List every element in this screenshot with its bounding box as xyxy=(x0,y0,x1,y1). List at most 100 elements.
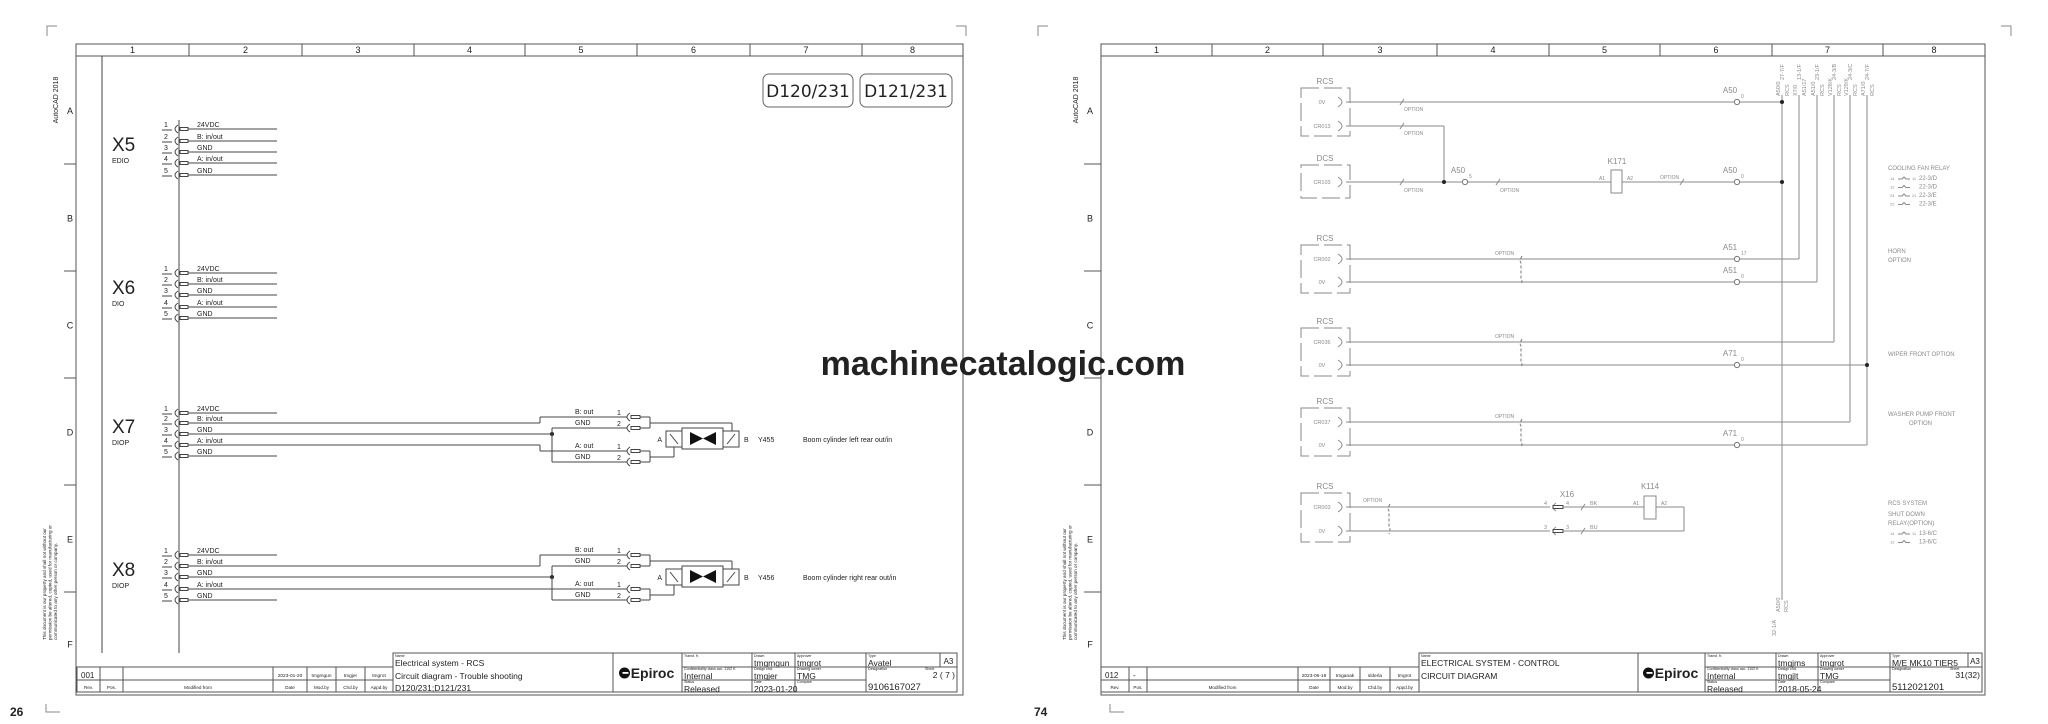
solenoid-diagonal xyxy=(726,571,736,583)
pin-number: 3 xyxy=(164,288,168,295)
pin-number: 5 xyxy=(164,311,168,318)
valve-id: Y455 xyxy=(758,437,774,444)
drawn-by: tmgjms xyxy=(1778,658,1805,668)
pin-icon xyxy=(179,305,189,309)
contact-pin: 14 xyxy=(1890,176,1895,181)
relay-pin: A1 xyxy=(1633,501,1639,507)
drawing-name: D120/231;D121/231 xyxy=(395,683,471,693)
pin-icon xyxy=(179,173,189,177)
cross-ref: 24-7/F xyxy=(1865,63,1871,80)
column-number: 3 xyxy=(355,45,360,55)
pin-icon xyxy=(630,449,641,453)
pin-icon xyxy=(630,564,641,568)
pin-icon xyxy=(1552,529,1564,533)
contact-ref: 13-6/C xyxy=(1919,540,1938,546)
option-slash xyxy=(1495,178,1501,186)
pin-signal: 24VDC xyxy=(197,266,220,273)
pin-icon xyxy=(179,139,189,143)
socket-icon xyxy=(174,158,179,168)
solenoid-diagonal xyxy=(669,433,679,445)
socket-icon xyxy=(174,451,179,461)
wire-slash xyxy=(1580,527,1586,535)
module-pin: CR013 xyxy=(1313,124,1330,130)
connector-type: DIO xyxy=(112,301,125,308)
contact-pin: 21 xyxy=(1912,193,1917,198)
terminal-icon xyxy=(1461,178,1469,186)
socket-icon xyxy=(626,595,631,605)
module-pin: CR002 xyxy=(1313,257,1330,263)
designation: 5112021201 xyxy=(1892,682,1944,693)
option-marker xyxy=(1519,255,1523,286)
socket-icon xyxy=(174,313,179,323)
field-label: Sheet xyxy=(925,667,934,671)
field-label: Drawn xyxy=(1778,654,1788,658)
pin-signal: GND xyxy=(197,311,213,318)
watermark: machinecatalogic.com xyxy=(821,345,1186,383)
row-letter: C xyxy=(1087,321,1094,331)
pin-icon xyxy=(179,127,189,131)
column-number: 2 xyxy=(1265,45,1270,55)
column-label: Mod.by xyxy=(314,685,330,690)
option-marker xyxy=(1387,503,1391,535)
socket-icon xyxy=(174,124,179,134)
cross-ref-system: RCS xyxy=(1870,84,1876,96)
socket-icon xyxy=(174,418,179,428)
terminal-id: A50 xyxy=(1451,166,1466,175)
column-number: 1 xyxy=(130,45,135,55)
cross-ref: 24-3/C xyxy=(1848,63,1854,80)
cross-ref: 24-3/B xyxy=(1832,63,1838,80)
pin-signal: A: in/out xyxy=(197,438,223,445)
socket-icon xyxy=(174,429,179,439)
pin-icon xyxy=(179,432,189,436)
option-label: OPTION xyxy=(1495,334,1515,340)
pin-signal: GND xyxy=(575,558,591,565)
revision-mod-by: tmganak xyxy=(1336,673,1355,679)
pin-icon xyxy=(179,421,189,425)
pin-icon xyxy=(179,161,189,165)
column-label: Mod.by xyxy=(1337,685,1353,690)
pin-signal: 24VDC xyxy=(197,122,220,129)
connector-type: EDIO xyxy=(112,158,130,165)
autocad-version: AutoCAD 2018 xyxy=(1073,77,1080,124)
status: Released xyxy=(1707,684,1743,694)
confidentiality: Internal xyxy=(1707,671,1735,681)
connector-id: X7 xyxy=(112,417,135,438)
pin-icon xyxy=(179,316,189,320)
contact-ref: 13-6/C xyxy=(1919,531,1938,537)
wire-color: BU xyxy=(1590,525,1598,531)
pin-icon xyxy=(179,443,189,447)
issue-date: 2023-01-20 xyxy=(754,684,798,694)
pin-number: 2 xyxy=(617,421,621,428)
valve-side-b: B xyxy=(744,575,749,582)
socket-icon xyxy=(626,423,631,433)
revision-date: 2023-06-19 xyxy=(1302,673,1327,679)
module-pin: CR036 xyxy=(1313,340,1330,346)
disclaimer-text: permission be altered, copied, used for … xyxy=(1068,525,1073,640)
column-label: Date xyxy=(285,685,295,690)
cross-ref-source: A51/0 xyxy=(1811,82,1817,96)
terminal-icon xyxy=(1733,278,1741,286)
field-label: Status xyxy=(1707,680,1717,684)
revision-mod-by: tmgmgun xyxy=(312,673,332,679)
socket-icon xyxy=(1337,120,1343,132)
cross-ref-source: V128/K xyxy=(1828,78,1834,96)
field-label: Sheet xyxy=(1950,667,1959,671)
epiroc-logo-icon xyxy=(622,672,629,674)
pin-icon xyxy=(630,587,641,591)
crop-mark xyxy=(956,25,967,36)
pin-number: 2 xyxy=(164,559,168,566)
note-text: WIPER FRONT OPTION xyxy=(1888,352,1955,358)
cross-ref: 27-7/F xyxy=(1780,63,1786,80)
crop-mark xyxy=(45,704,60,713)
pin-number: 1 xyxy=(164,548,168,555)
socket-icon xyxy=(174,268,179,278)
pin-signal: 24VDC xyxy=(197,406,220,413)
contact-symbol-icon xyxy=(1898,531,1910,535)
field-label: Date xyxy=(754,680,762,684)
row-letter: E xyxy=(1087,535,1093,545)
relay-coil xyxy=(1643,495,1657,520)
